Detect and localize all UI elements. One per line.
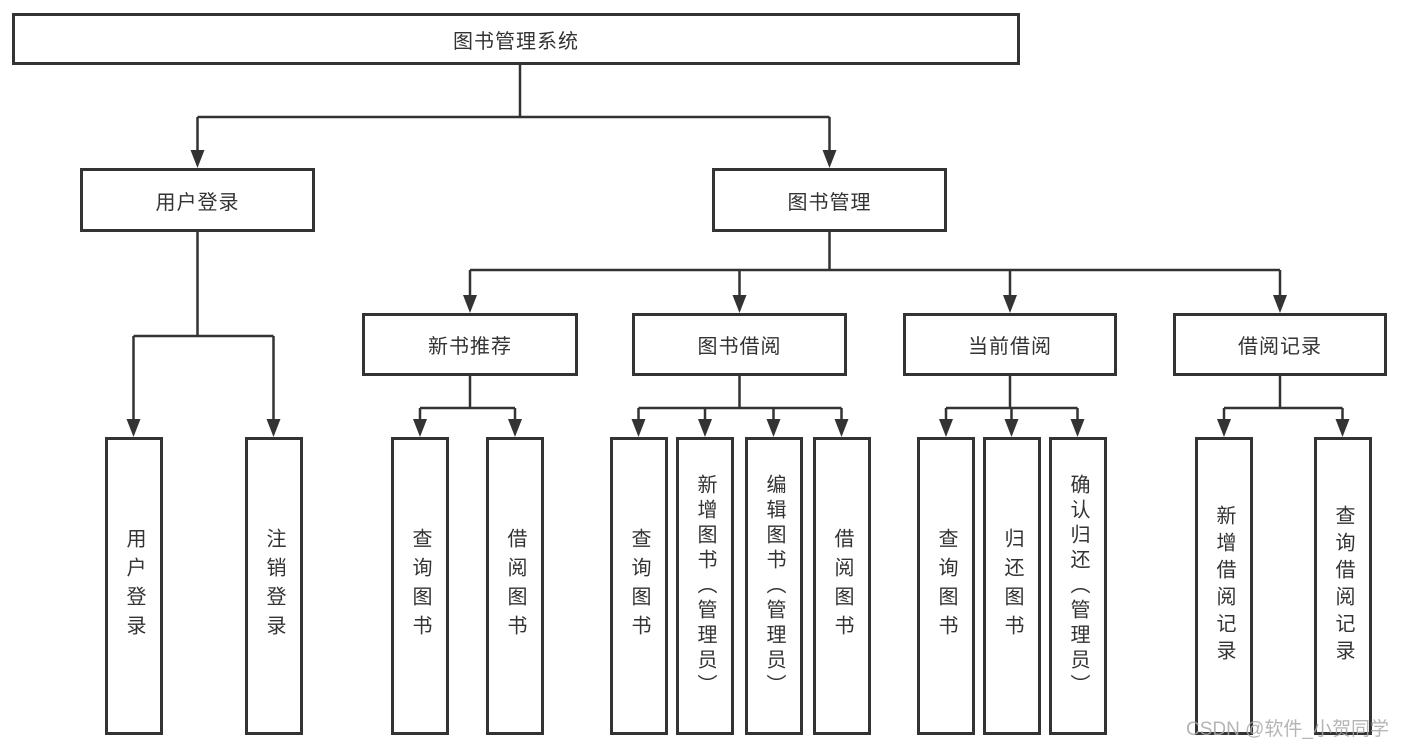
leaf-label: 确认归还（管理员） xyxy=(1067,473,1089,699)
connector-bookborrow-to-leaves xyxy=(631,376,849,437)
leaf-label: 查询图书 xyxy=(628,528,650,644)
leaf-user-login: 用户登录 xyxy=(105,437,163,735)
node-book-borrow: 图书借阅 xyxy=(632,313,847,376)
connector-bookmgmt-to-level3 xyxy=(463,232,1287,313)
node-user-login: 用户登录 xyxy=(80,168,315,232)
arrowhead-icon xyxy=(190,150,205,168)
node-book-management: 图书管理 xyxy=(712,168,947,232)
connector-borrowrecords-to-leaves xyxy=(1217,376,1350,437)
leaf-bb-edit-books: 编辑图书（管理员） xyxy=(745,437,803,735)
node-label: 图书管理 xyxy=(787,191,872,214)
connector-currentborrow-to-leaves xyxy=(939,376,1085,437)
leaf-br-query-record: 查询借阅记录 xyxy=(1314,437,1372,735)
leaf-label: 借阅图书 xyxy=(504,528,526,644)
leaf-cb-query-books: 查询图书 xyxy=(917,437,975,735)
leaf-bb-borrow-books: 借阅图书 xyxy=(813,437,871,735)
leaf-cb-confirm-return: 确认归还（管理员） xyxy=(1049,437,1107,735)
node-label: 新书推荐 xyxy=(428,336,512,358)
leaf-nb-borrow-books: 借阅图书 xyxy=(486,437,544,735)
node-label: 图书借阅 xyxy=(697,336,782,358)
leaf-logout-login: 注销登录 xyxy=(245,437,303,735)
leaf-label: 注销登录 xyxy=(263,528,285,644)
leaf-bb-query-books: 查询图书 xyxy=(610,437,668,735)
arrowhead-icon xyxy=(822,150,837,168)
connector-userlogin-to-leaves xyxy=(126,232,281,437)
arrowhead-icon xyxy=(1003,295,1017,313)
arrowhead-icon xyxy=(266,419,281,437)
leaf-cb-return-books: 归还图书 xyxy=(983,437,1041,735)
arrowhead-icon xyxy=(631,419,646,437)
arrowhead-icon xyxy=(126,419,141,437)
arrowhead-icon xyxy=(698,419,712,437)
csdn-watermark: CSDN @软件_小贺同学 xyxy=(1186,719,1389,740)
leaf-label: 归还图书 xyxy=(1001,528,1023,644)
node-label: 借阅记录 xyxy=(1238,336,1322,358)
leaf-br-add-record: 新增借阅记录 xyxy=(1195,437,1253,735)
connector-newbook-to-leaves xyxy=(413,376,522,437)
arrowhead-icon xyxy=(463,295,477,313)
node-label: 当前借阅 xyxy=(968,336,1052,358)
arrowhead-icon xyxy=(1004,419,1019,437)
arrowhead-icon xyxy=(732,295,747,313)
node-current-borrow: 当前借阅 xyxy=(903,313,1117,376)
leaf-label: 查询图书 xyxy=(409,528,431,644)
node-label: 用户登录 xyxy=(155,191,240,214)
arrowhead-icon xyxy=(766,419,781,437)
node-label: 图书管理系统 xyxy=(453,30,579,53)
arrowhead-icon xyxy=(939,419,953,437)
connector-root-to-level2 xyxy=(190,65,837,168)
leaf-label: 用户登录 xyxy=(123,528,145,644)
leaf-label: 新增借阅记录 xyxy=(1213,505,1235,667)
leaf-label: 查询图书 xyxy=(935,528,957,644)
arrowhead-icon xyxy=(413,419,427,437)
arrowhead-icon xyxy=(508,419,522,437)
node-root-system: 图书管理系统 xyxy=(12,13,1020,65)
node-borrow-records: 借阅记录 xyxy=(1173,313,1387,376)
arrowhead-icon xyxy=(1217,419,1231,437)
leaf-nb-query-books: 查询图书 xyxy=(391,437,449,735)
leaf-label: 新增图书（管理员） xyxy=(694,473,716,699)
arrowhead-icon xyxy=(1070,419,1085,437)
node-new-book-recommend: 新书推荐 xyxy=(362,313,578,376)
leaf-label: 编辑图书（管理员） xyxy=(763,473,785,699)
leaf-label: 借阅图书 xyxy=(831,528,853,644)
arrowhead-icon xyxy=(834,419,849,437)
arrowhead-icon xyxy=(1335,419,1350,437)
arrowhead-icon xyxy=(1273,295,1287,313)
leaf-bb-add-books: 新增图书（管理员） xyxy=(676,437,734,735)
leaf-label: 查询借阅记录 xyxy=(1332,505,1354,667)
